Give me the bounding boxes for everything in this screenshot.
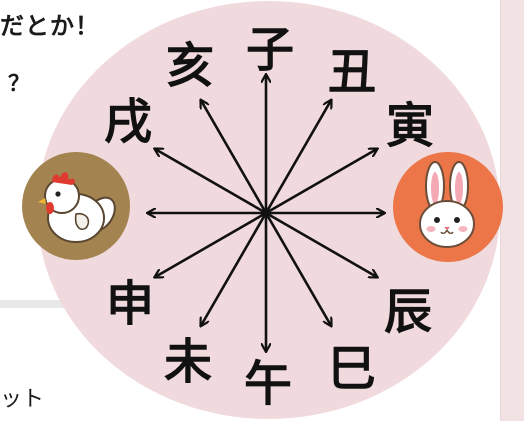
rooster-icon <box>22 152 130 260</box>
arrow-snake <box>264 212 331 326</box>
zodiac-dragon-label: 辰 <box>383 284 432 340</box>
zodiac-ox-label: 丑 <box>327 44 376 100</box>
heading-fragment: だとか！ <box>0 12 100 40</box>
arrow-monkey <box>155 211 267 277</box>
arrow-boar <box>201 100 268 214</box>
zodiac-snake-label: 巳 <box>327 341 376 397</box>
zodiac-sheep-label: 未 <box>163 334 212 390</box>
rabbit-icon <box>393 152 503 262</box>
zodiac-dog-label: 戌 <box>103 94 152 150</box>
arrow-dragon <box>265 211 377 277</box>
arrow-sheep <box>201 212 268 326</box>
footer-fragment: ット <box>0 387 45 412</box>
zodiac-rat-label: 子 <box>245 22 294 78</box>
zodiac-tiger-label: 寅 <box>385 98 434 154</box>
zodiac-monkey-label: 申 <box>105 276 154 332</box>
arrow-ox <box>264 100 331 214</box>
question-mark-text: ？ <box>8 72 31 97</box>
arrow-tiger <box>265 149 377 215</box>
zodiac-horse-label: 午 <box>243 356 292 412</box>
zodiac-boar-label: 亥 <box>165 38 214 94</box>
arrow-dog <box>155 149 267 215</box>
